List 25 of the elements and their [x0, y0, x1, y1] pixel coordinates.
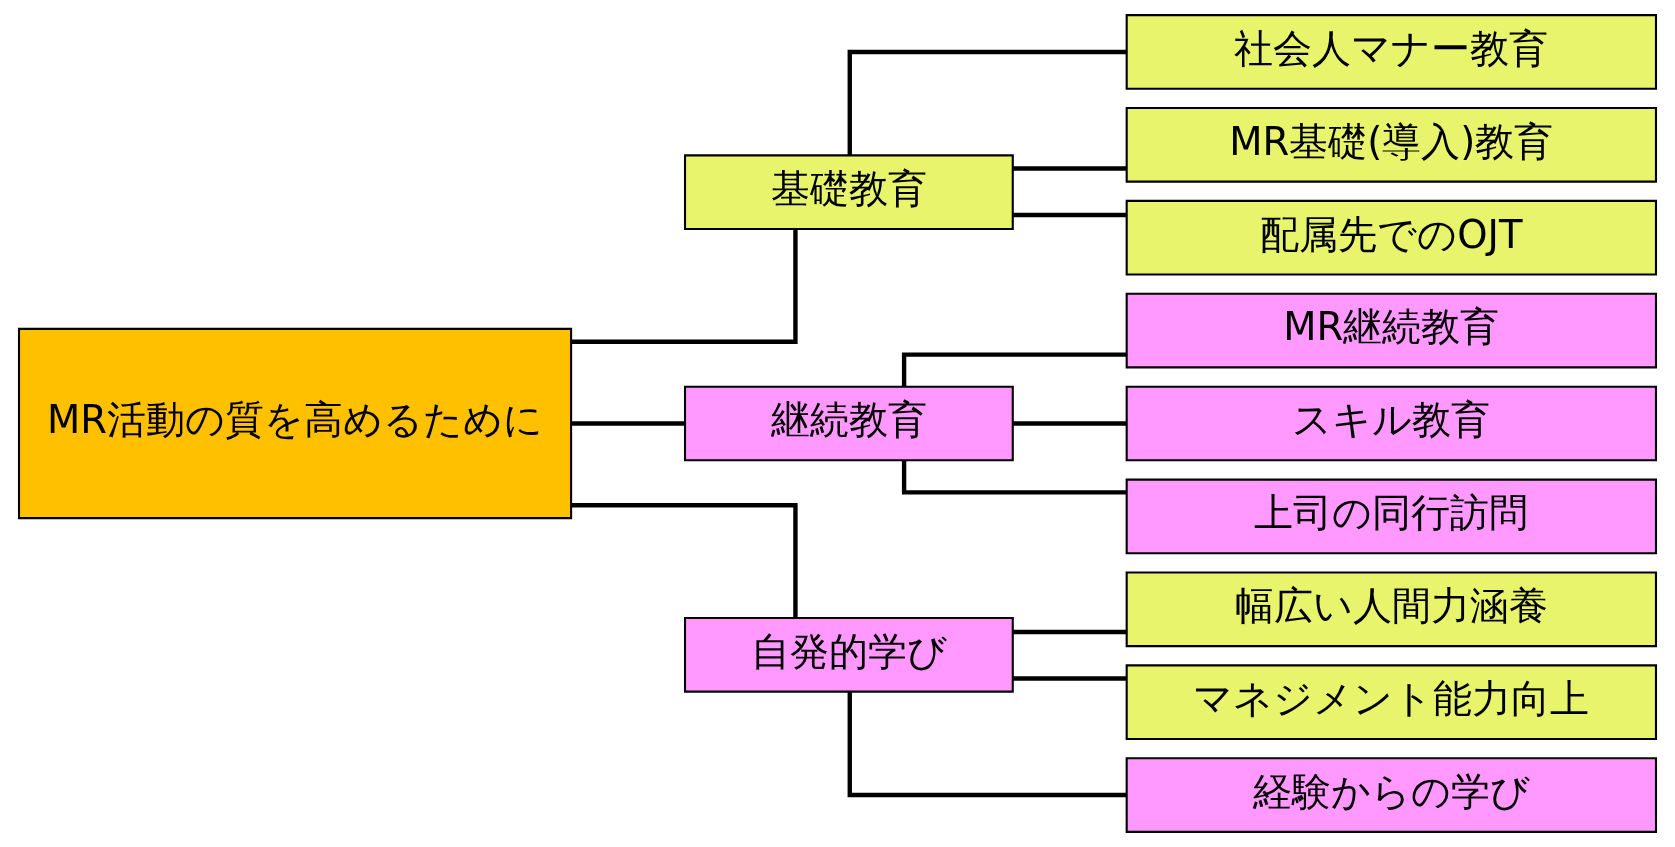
node-box: スキル教育 — [1125, 385, 1658, 462]
connector — [1013, 421, 1127, 426]
node-box: 基礎教育 — [683, 154, 1014, 230]
connector — [901, 460, 1127, 495]
node-box: 自発的学び — [683, 617, 1014, 693]
connector — [1013, 629, 1127, 635]
node-box: 継続教育 — [683, 385, 1014, 462]
node-box: MR継続教育 — [1125, 292, 1658, 369]
connector — [1013, 212, 1127, 218]
node-box: 幅広い人間力涵養 — [1125, 571, 1658, 648]
connector — [847, 49, 1127, 156]
connector — [901, 352, 1127, 387]
connector — [571, 503, 798, 618]
node-box: マネジメント能力向上 — [1125, 664, 1658, 741]
node-box: 経験からの学び — [1125, 757, 1658, 833]
node-box: MR基礎(導入)教育 — [1125, 106, 1658, 183]
connector — [571, 229, 798, 344]
connector — [847, 691, 1127, 798]
connector — [571, 421, 685, 426]
node-box: 上司の同行訪問 — [1125, 478, 1658, 555]
node-box: 社会人マナー教育 — [1125, 14, 1658, 90]
node-box: MR活動の質を高めるために — [17, 327, 573, 520]
connector — [1013, 166, 1127, 171]
node-box: 配属先でのOJT — [1125, 199, 1658, 276]
connector — [1013, 676, 1127, 681]
